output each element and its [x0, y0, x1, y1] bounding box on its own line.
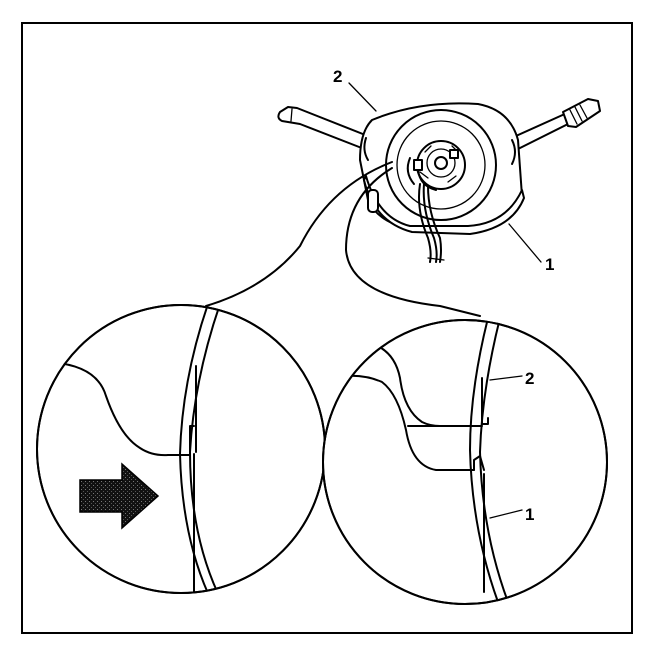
right-arrow-icon	[79, 462, 160, 530]
right-stalk-lever	[506, 98, 601, 153]
callout-leader-2	[348, 82, 377, 112]
wiring-harness	[418, 183, 445, 263]
left-stalk-lever	[277, 106, 379, 153]
detail-view-left	[36, 304, 326, 594]
detail-leader-1	[489, 509, 523, 519]
callout-leader-1	[508, 223, 542, 263]
callout-number-1: 1	[545, 255, 554, 274]
detail-view-right: 2 1	[322, 319, 608, 605]
detail-leader-2	[489, 375, 523, 381]
leader-line-left	[205, 161, 393, 307]
leader-line-right	[345, 167, 481, 317]
callout-number-2: 2	[333, 67, 342, 86]
detail-callout-1: 1	[525, 505, 534, 524]
lower-shroud	[363, 175, 525, 235]
diagram-frame	[21, 22, 633, 634]
steering-column-assembly	[277, 98, 601, 263]
clockspring	[385, 109, 497, 221]
detail-callout-2: 2	[525, 369, 534, 388]
